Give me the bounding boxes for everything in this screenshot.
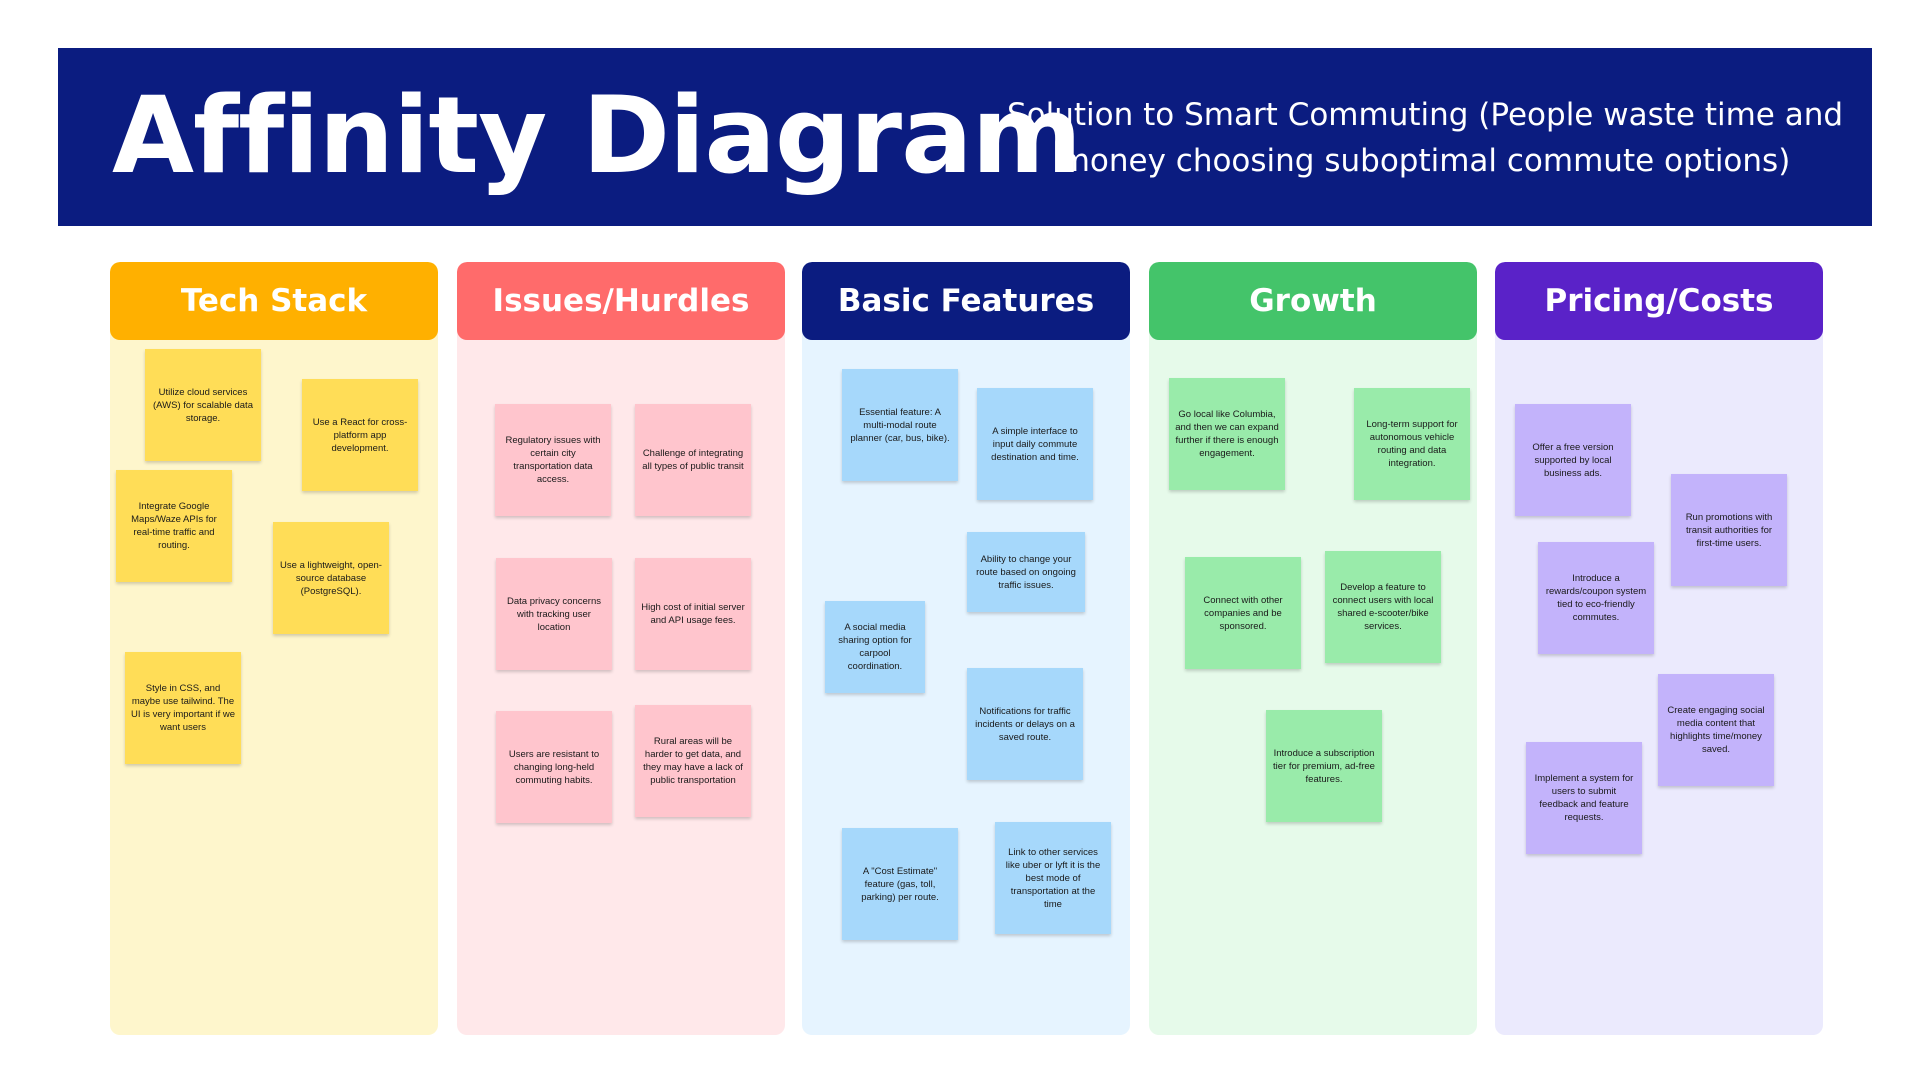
page-title: Affinity Diagram bbox=[112, 74, 1082, 197]
sticky-note[interactable]: Long-term support for autonomous vehicle… bbox=[1354, 388, 1470, 500]
title-banner bbox=[58, 48, 1872, 226]
column-header-basic-features: Basic Features bbox=[802, 262, 1130, 340]
sticky-note[interactable]: Introduce a subscription tier for premiu… bbox=[1266, 710, 1382, 822]
sticky-note[interactable]: Rural areas will be harder to get data, … bbox=[635, 705, 751, 817]
page-subtitle: Solution to Smart Commuting (People wast… bbox=[1006, 97, 1844, 179]
column-header-issues-hurdles: Issues/Hurdles bbox=[457, 262, 785, 340]
sticky-note[interactable]: Ability to change your route based on on… bbox=[967, 532, 1085, 612]
sticky-note[interactable]: Go local like Columbia, and then we can … bbox=[1169, 378, 1285, 490]
sticky-note[interactable]: Utilize cloud services (AWS) for scalabl… bbox=[145, 349, 261, 461]
sticky-note[interactable]: A simple interface to input daily commut… bbox=[977, 388, 1093, 500]
column-tech-stack: Tech Stack Utilize cloud services (AWS) … bbox=[110, 262, 438, 1035]
sticky-note[interactable]: Introduce a rewards/coupon system tied t… bbox=[1538, 542, 1654, 654]
sticky-note[interactable]: Essential feature: A multi-modal route p… bbox=[842, 369, 958, 481]
sticky-note[interactable]: A "Cost Estimate" feature (gas, toll, pa… bbox=[842, 828, 958, 940]
column-issues-hurdles: Issues/Hurdles Regulatory issues with ce… bbox=[457, 262, 785, 1035]
sticky-note[interactable]: High cost of initial server and API usag… bbox=[635, 558, 751, 670]
sticky-note[interactable]: Style in CSS, and maybe use tailwind. Th… bbox=[125, 652, 241, 764]
column-growth: Growth Go local like Columbia, and then … bbox=[1149, 262, 1477, 1035]
sticky-note[interactable]: Regulatory issues with certain city tran… bbox=[495, 404, 611, 516]
sticky-note[interactable]: Challenge of integrating all types of pu… bbox=[635, 404, 751, 516]
sticky-note[interactable]: Run promotions with transit authorities … bbox=[1671, 474, 1787, 586]
column-header-pricing-costs: Pricing/Costs bbox=[1495, 262, 1823, 340]
column-pricing-costs: Pricing/Costs Offer a free version suppo… bbox=[1495, 262, 1823, 1035]
sticky-note[interactable]: Notifications for traffic incidents or d… bbox=[967, 668, 1083, 780]
sticky-note[interactable]: Use a lightweight, open-source database … bbox=[273, 522, 389, 634]
column-basic-features: Basic Features Essential feature: A mult… bbox=[802, 262, 1130, 1035]
sticky-note[interactable]: Use a React for cross-platform app devel… bbox=[302, 379, 418, 491]
sticky-note[interactable]: Create engaging social media content tha… bbox=[1658, 674, 1774, 786]
sticky-note[interactable]: A social media sharing option for carpoo… bbox=[825, 601, 925, 693]
sticky-note[interactable]: Implement a system for users to submit f… bbox=[1526, 742, 1642, 854]
sticky-note[interactable]: Develop a feature to connect users with … bbox=[1325, 551, 1441, 663]
sticky-note[interactable]: Data privacy concerns with tracking user… bbox=[496, 558, 612, 670]
column-header-tech-stack: Tech Stack bbox=[110, 262, 438, 340]
column-header-growth: Growth bbox=[1149, 262, 1477, 340]
sticky-note[interactable]: Connect with other companies and be spon… bbox=[1185, 557, 1301, 669]
sticky-note[interactable]: Users are resistant to changing long-hel… bbox=[496, 711, 612, 823]
sticky-note[interactable]: Link to other services like uber or lyft… bbox=[995, 822, 1111, 934]
sticky-note[interactable]: Integrate Google Maps/Waze APIs for real… bbox=[116, 470, 232, 582]
sticky-note[interactable]: Offer a free version supported by local … bbox=[1515, 404, 1631, 516]
